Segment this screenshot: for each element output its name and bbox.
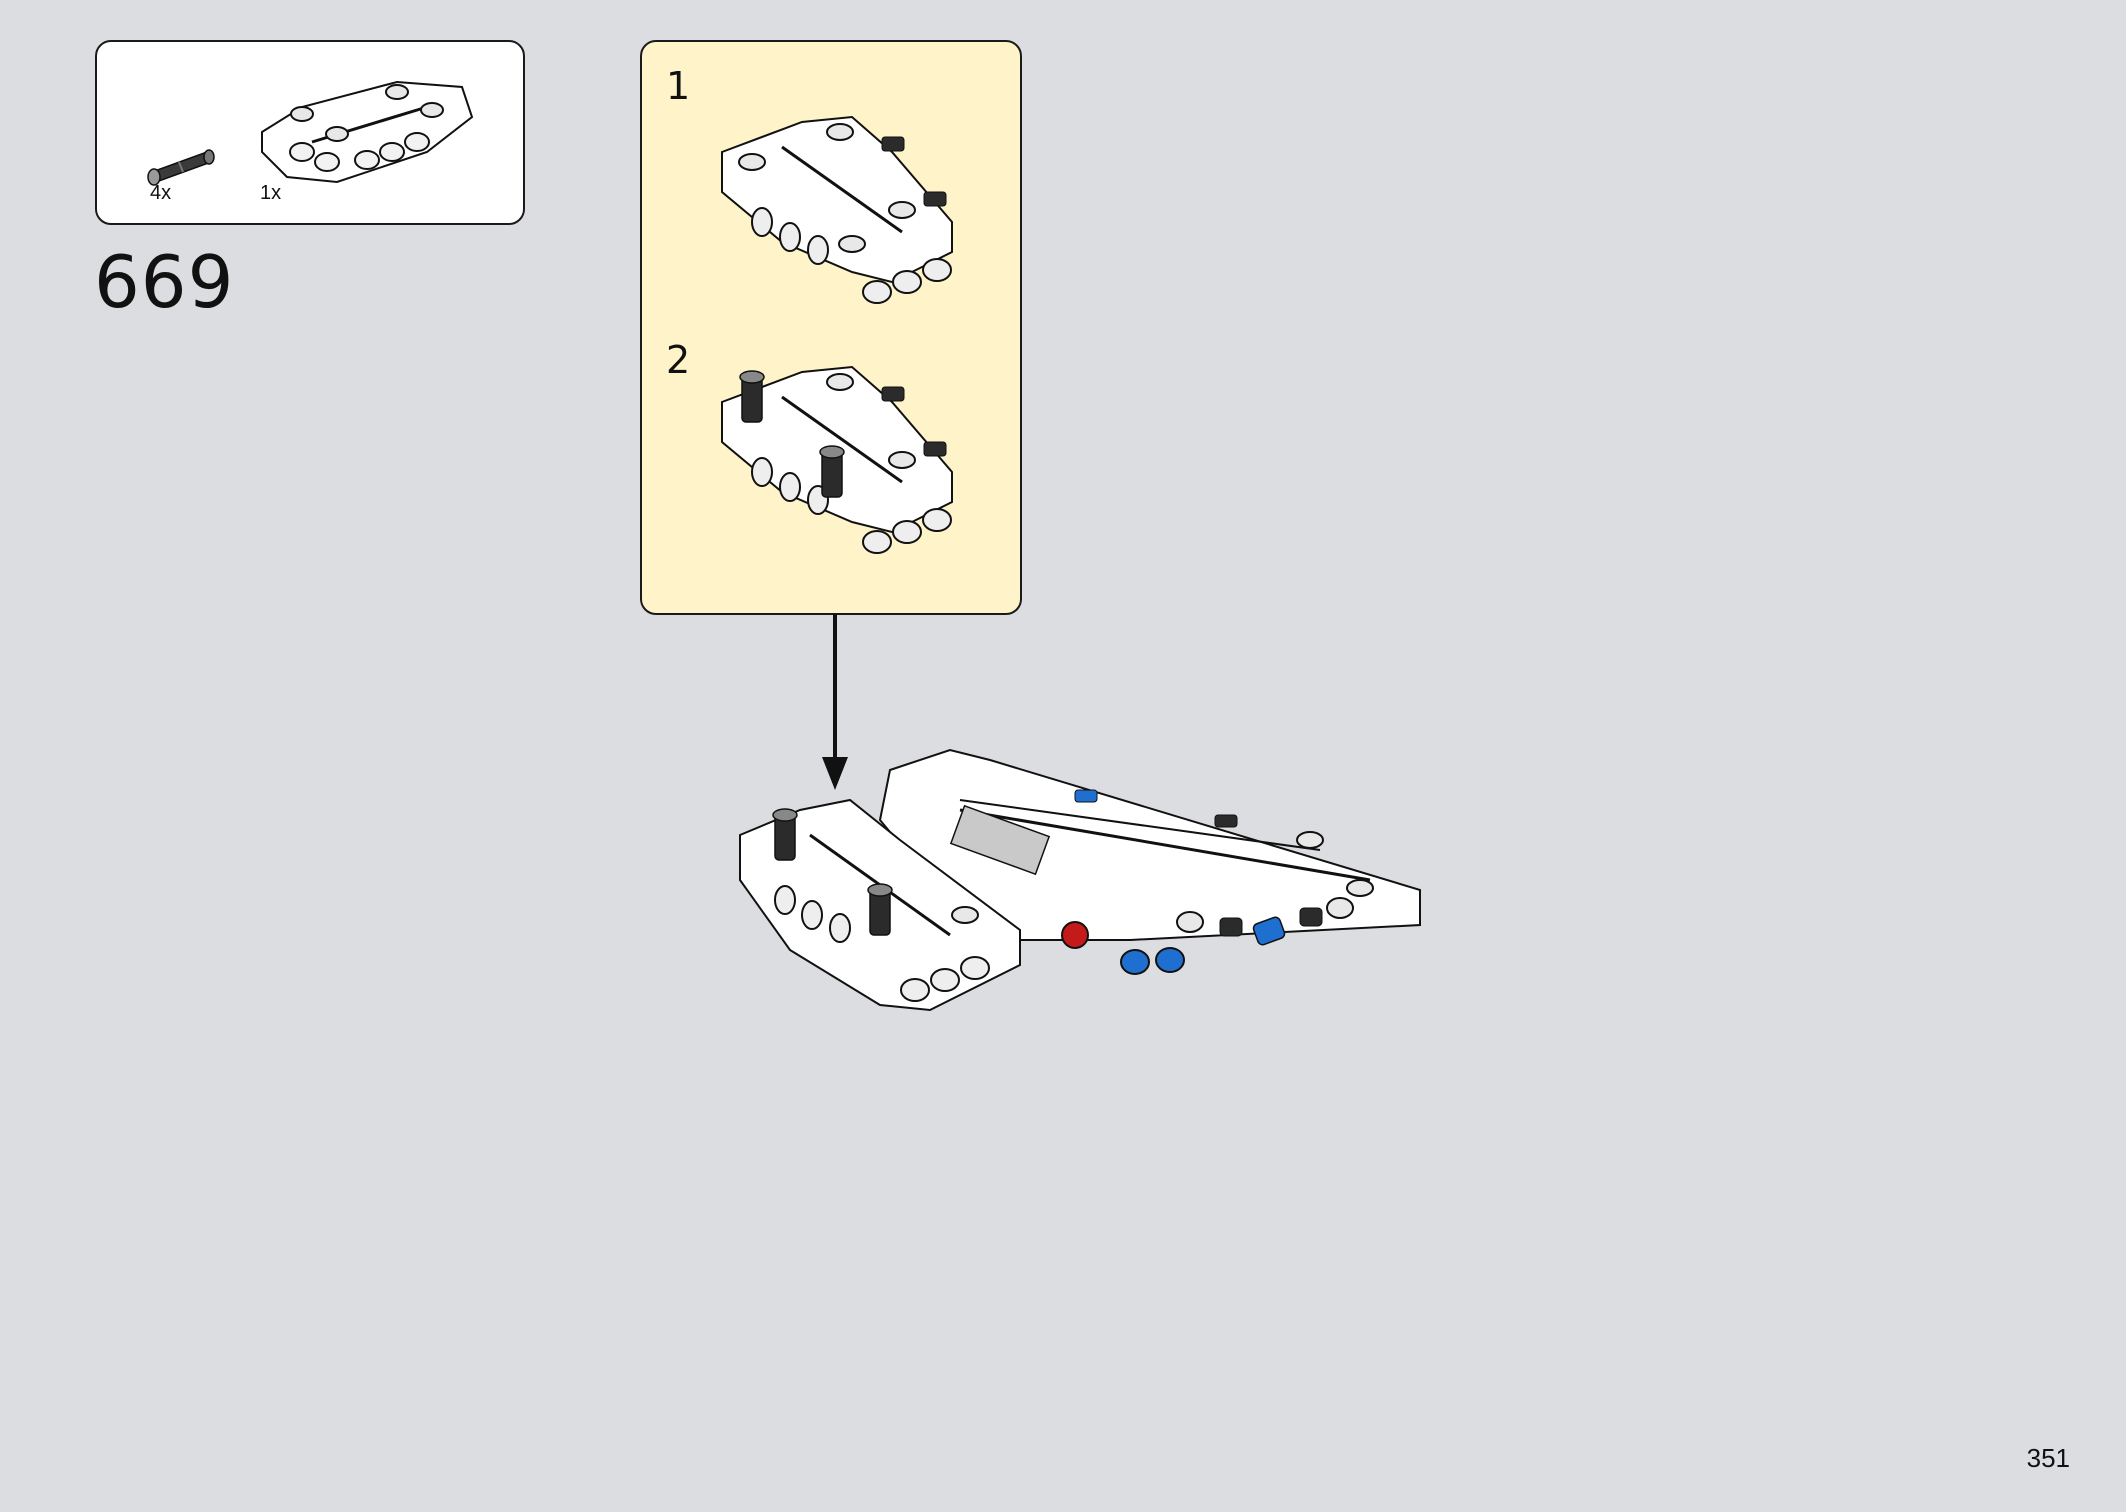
qty-panel-beam: 1x	[260, 182, 282, 204]
panel-beam-icon	[261, 80, 474, 184]
assembly-arrow	[822, 614, 848, 790]
parts-illustration	[147, 80, 474, 186]
parts-list-box: 4x 1x	[95, 40, 525, 225]
axle-pin-icon	[147, 149, 215, 186]
page-number: 351	[2026, 1443, 2070, 1473]
sub-assembly-panel: 1 2	[640, 40, 1022, 615]
sub-step-2-illustration	[721, 365, 953, 554]
main-assembly-illustration	[739, 748, 1421, 1012]
sub-step-2-number: 2	[666, 338, 691, 382]
sub-step-1-number: 1	[666, 64, 691, 108]
qty-axle-pin: 4x	[150, 182, 172, 204]
sub-step-1-illustration	[721, 115, 953, 304]
step-number: 669	[94, 240, 235, 324]
